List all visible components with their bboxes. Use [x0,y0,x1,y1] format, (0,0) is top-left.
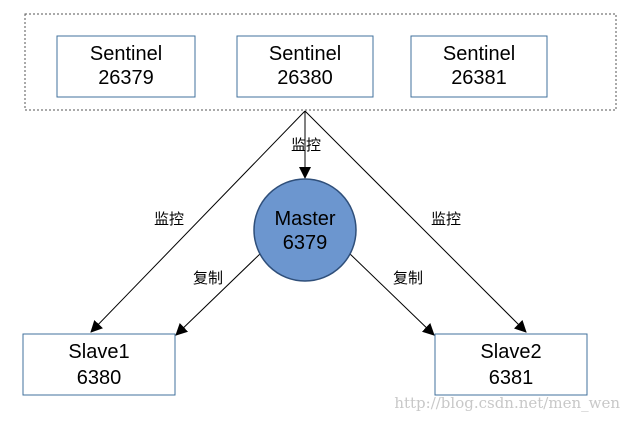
master-name: Master [274,208,335,230]
monitor-label-right: 监控 [431,210,461,228]
slave-box [434,333,588,396]
slave-port: 6380 [77,367,122,389]
sentinel-name: Sentinel [90,43,162,65]
sentinel-port: 26380 [277,67,333,89]
master-port: 6379 [283,232,328,254]
sentinel-node-1: Sentinel 26379 [56,35,196,98]
replicate-arrow-slave1 [175,251,263,336]
slave-name: Slave2 [480,341,541,363]
slave-box [22,333,176,396]
slave-port: 6381 [489,367,534,389]
slave-node-1: Slave1 6380 [22,333,176,396]
replicate-label-right: 复制 [393,269,423,287]
sentinel-box [56,35,196,98]
replicate-arrow-slave2 [347,251,435,336]
sentinel-name: Sentinel [443,43,515,65]
sentinel-port: 26379 [98,67,154,89]
master-circle [253,178,357,282]
replicate-label-left: 复制 [193,269,223,287]
monitor-arrow-slave1 [90,110,306,333]
sentinel-box [236,35,374,98]
slave-node-2: Slave2 6381 [434,333,588,396]
sentinel-name: Sentinel [269,43,341,65]
sentinel-node-3: Sentinel 26381 [410,35,548,98]
monitor-arrow-slave2 [304,110,527,333]
sentinel-port: 26381 [451,67,507,89]
sentinel-box [410,35,548,98]
slave-name: Slave1 [68,341,129,363]
monitor-label-left: 监控 [154,210,184,228]
watermark-text: http://blog.csdn.net/men_wen [394,394,620,412]
monitor-label-center: 监控 [291,136,321,154]
sentinel-node-2: Sentinel 26380 [236,35,374,98]
master-node: Master 6379 [253,178,357,282]
